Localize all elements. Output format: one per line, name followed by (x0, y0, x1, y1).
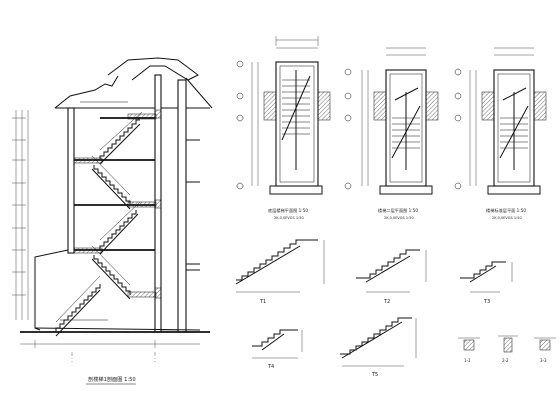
detail-tag-1: 1-1 (464, 358, 471, 363)
flight-tag-t2: T2 (383, 299, 390, 305)
grid-markers (236, 60, 462, 190)
detail-tag-2: 2-2 (502, 358, 509, 363)
stair-detail-t5: T5 (340, 317, 417, 378)
plan-view-ground-floor: 底层楼梯平面图 1:50 2K,0,0EVGS 1:50 (251, 36, 331, 220)
flight-tag-t3: T3 (483, 299, 490, 305)
level-ticks (12, 117, 26, 296)
flight-tag-t1: T1 (259, 299, 266, 305)
detail-tag-3: 3-3 (540, 358, 547, 363)
flight-tag-t5: T5 (371, 372, 378, 378)
stair-detail-t4: T4 (252, 329, 303, 370)
plan-subcaption-3: 2K,0,0EVGS 1:50 (492, 216, 522, 220)
plan-subcaption-1: 2K,0,0EVGS 1:50 (274, 216, 304, 220)
stair-section-drawing: 剖楼梯1剖面图 1:50 (12, 57, 213, 385)
plan-caption-1: 底层楼梯平面图 1:50 (268, 207, 308, 214)
plan-caption-2: 楼梯二层平面图 1:50 (378, 207, 418, 214)
plan-view-second-floor: 楼梯二层平面图 1:50 2K,0,0EVGS 1:50 (361, 47, 439, 220)
beam-section-details: 1-1 2-2 3-3 (458, 335, 556, 363)
plan-caption-3: 楼梯标准层平面 1:50 (486, 207, 526, 214)
stair-detail-t1: T1 (235, 239, 325, 305)
plan-subcaption-2: 2K,0,0EVGS 1:50 (384, 216, 414, 220)
stair-detail-t3: T3 (460, 261, 513, 305)
flight-tag-t4: T4 (267, 364, 274, 370)
plan-view-standard-floor: 楼梯标准层平面 1:50 2K,0,0EVGS 1:50 (469, 47, 547, 220)
stair-detail-t2: T2 (356, 249, 427, 305)
section-caption: 剖楼梯1剖面图 1:50 (88, 375, 136, 383)
